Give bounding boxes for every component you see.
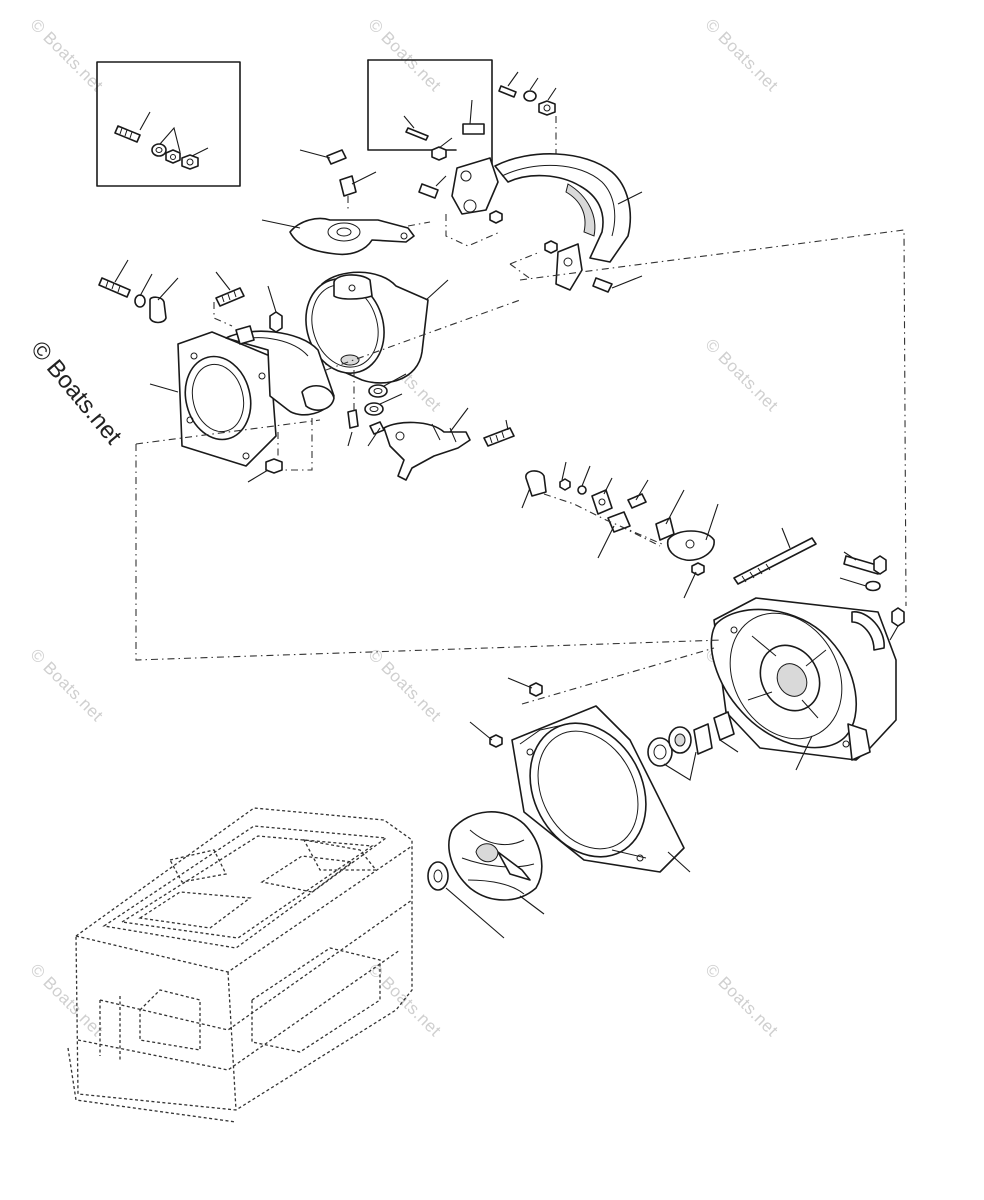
pump-housing-ring bbox=[511, 705, 691, 873]
washer-part bbox=[151, 143, 167, 157]
nut-part bbox=[165, 149, 181, 164]
steering-nozzle-deflector bbox=[451, 153, 643, 293]
bolt-and-collar bbox=[299, 149, 377, 210]
lower-steering-hardware bbox=[347, 370, 515, 481]
deflector-hardware bbox=[418, 175, 558, 281]
impeller-washer bbox=[427, 861, 505, 939]
bolt-part bbox=[114, 125, 141, 143]
center-right-hardware bbox=[521, 461, 719, 599]
impeller-housing-stud bbox=[733, 527, 905, 641]
spacer-part bbox=[462, 123, 485, 135]
steering-arm bbox=[261, 217, 431, 256]
impeller-housing bbox=[710, 597, 897, 771]
left-hardware-row bbox=[98, 259, 283, 333]
inset-box-bolt-kit bbox=[96, 61, 241, 187]
pin-part bbox=[405, 127, 429, 141]
inset-box-bracket bbox=[367, 59, 493, 189]
impeller bbox=[448, 811, 545, 915]
pump-inlet-housing bbox=[149, 325, 335, 467]
nut-part bbox=[181, 154, 199, 170]
top-right-hardware bbox=[498, 71, 557, 168]
nut-part bbox=[431, 146, 447, 161]
inlet-mount-bolt bbox=[247, 418, 313, 483]
cover-bolts bbox=[469, 677, 543, 748]
pump-nozzle-housing bbox=[305, 271, 449, 384]
hull-reference-outline bbox=[67, 807, 413, 1123]
assembly-reference-lines bbox=[135, 229, 907, 705]
